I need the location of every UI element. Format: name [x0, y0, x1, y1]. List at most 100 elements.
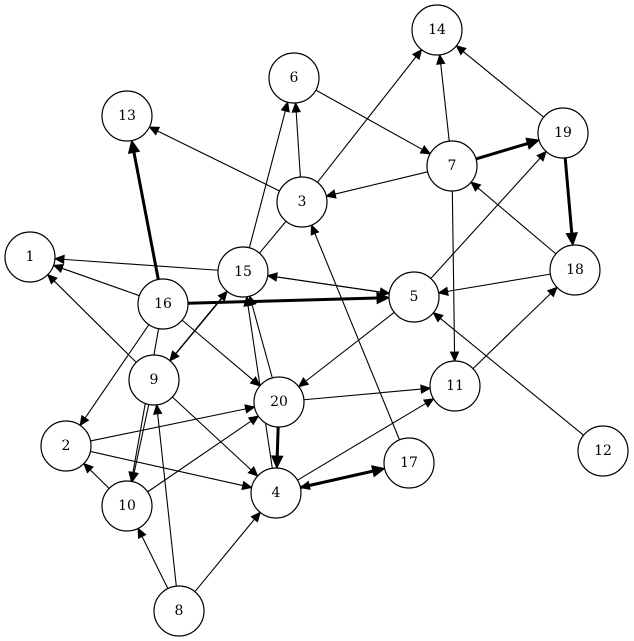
edge-9-to-15 [169, 290, 228, 362]
node-circle [4, 231, 56, 283]
arrowhead [247, 466, 259, 477]
edge-3-to-14 [317, 48, 423, 183]
arrowhead [250, 511, 261, 523]
edge-line [171, 396, 252, 471]
arrowhead [432, 312, 444, 323]
edge-line [334, 171, 428, 195]
node-2: 2 [40, 420, 92, 472]
edge-4-to-11 [297, 398, 435, 481]
edge-7-to-11 [449, 190, 460, 363]
arrowhead [46, 273, 58, 285]
edge-19-to-18 [563, 157, 578, 247]
node-label: 5 [410, 289, 419, 305]
edge-3-to-13 [148, 126, 280, 192]
edge-line [84, 324, 150, 419]
edge-line [430, 157, 541, 279]
node-circle [276, 176, 328, 228]
arrowhead [127, 139, 141, 155]
node-label: 18 [566, 262, 584, 278]
edge-20-to-15 [247, 294, 273, 379]
edge-line [90, 450, 243, 487]
edge-line [90, 408, 246, 442]
arrowhead [379, 287, 391, 297]
node-label: 10 [118, 498, 136, 514]
node-circle [268, 52, 320, 104]
arrowhead [79, 414, 90, 427]
edge-10-to-20 [147, 415, 260, 493]
arrowhead [53, 254, 65, 265]
edge-line [63, 258, 219, 271]
arrowhead [244, 404, 256, 414]
arrowhead [148, 126, 161, 136]
node-circle [250, 467, 302, 519]
edge-3-to-6 [291, 101, 301, 178]
edge-line [157, 130, 280, 192]
arrowhead [536, 150, 548, 162]
node-20: 20 [253, 376, 305, 428]
edge-line [297, 402, 427, 481]
arrowhead [249, 376, 261, 387]
edge-7-to-19 [475, 137, 541, 161]
edge-line [475, 142, 528, 161]
node-circle [549, 244, 601, 296]
node-label: 11 [446, 378, 464, 394]
edge-line [275, 426, 280, 457]
node-label: 17 [400, 455, 418, 471]
edge-line [314, 233, 401, 441]
arrowhead [129, 471, 139, 483]
edge-line [141, 536, 169, 589]
node-11: 11 [429, 360, 481, 412]
node-circle [411, 4, 463, 56]
node-label: 1 [26, 249, 35, 265]
edge-line [447, 273, 551, 292]
node-3: 3 [276, 176, 328, 228]
edge-7-to-3 [325, 171, 428, 199]
edge-8-to-4 [194, 511, 261, 593]
node-label: 7 [448, 158, 457, 174]
edge-8-to-9 [152, 403, 177, 587]
edge-line [315, 89, 423, 150]
node-label: 4 [272, 485, 281, 501]
node-13: 13 [101, 90, 153, 142]
node-18: 18 [549, 244, 601, 296]
arrowhead [291, 101, 301, 113]
node-label: 15 [234, 264, 252, 280]
node-14: 14 [411, 4, 463, 56]
node-circle [383, 437, 435, 489]
edge-line [303, 388, 422, 401]
edge-15-to-6 [248, 100, 290, 248]
node-label: 8 [175, 603, 184, 619]
edge-line [89, 469, 110, 489]
node-circle [40, 420, 92, 472]
edge-line [267, 275, 381, 293]
edge-18-to-7 [470, 181, 557, 255]
edge-15-to-5 [267, 275, 391, 297]
edge-line [477, 187, 557, 255]
edge-line [169, 297, 222, 362]
edge-17-to-3 [310, 223, 401, 441]
edge-line [132, 152, 160, 280]
edge-16-to-13 [127, 139, 160, 280]
node-6: 6 [268, 52, 320, 104]
edge-line [181, 319, 254, 381]
node-7: 7 [426, 140, 478, 192]
edge-20-to-4 [270, 426, 284, 470]
edge-16-to-20 [181, 319, 261, 387]
arrowhead [297, 377, 310, 388]
node-circle [128, 354, 180, 406]
node-label: 19 [554, 125, 572, 141]
node-8: 8 [153, 585, 205, 637]
edge-line [309, 467, 385, 487]
node-16: 16 [137, 278, 189, 330]
arrowhead [422, 398, 435, 408]
edge-line [251, 304, 273, 379]
edge-16-to-2 [79, 324, 150, 427]
node-15: 15 [217, 246, 269, 298]
node-1: 1 [4, 231, 56, 283]
edge-line [563, 157, 574, 234]
arrowhead [310, 223, 320, 236]
node-label: 20 [270, 394, 288, 410]
edge-line [157, 413, 177, 587]
edge-line [248, 110, 286, 248]
